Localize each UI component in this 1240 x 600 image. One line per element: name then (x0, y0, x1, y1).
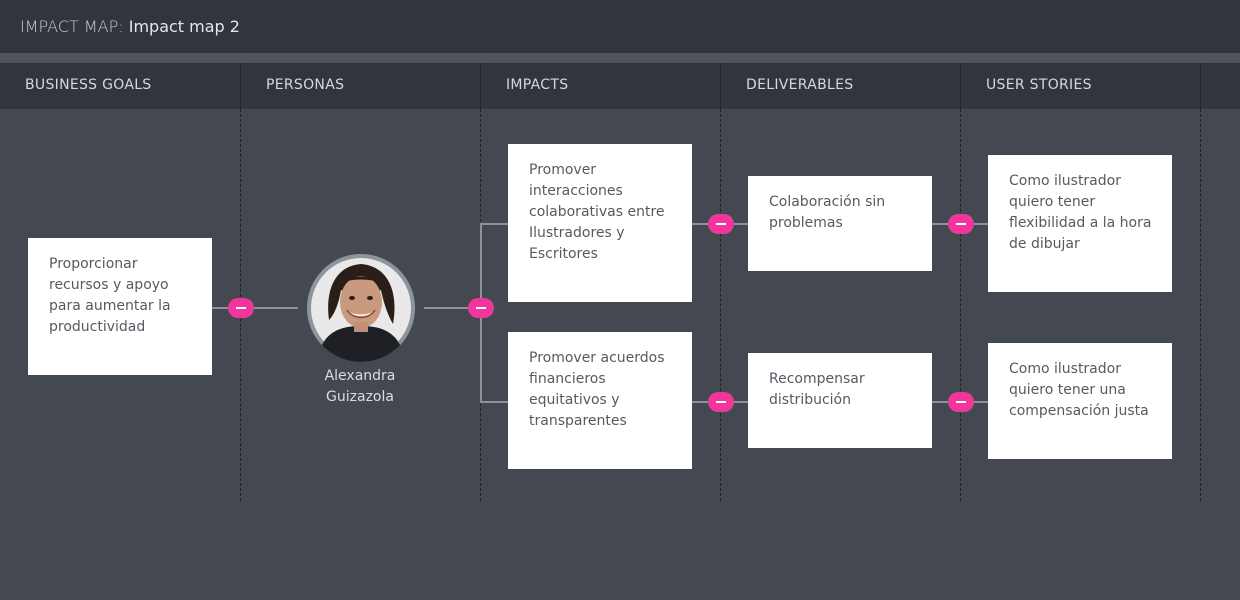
top-bar: IMPACT MAP: Impact map 2 (0, 0, 1240, 53)
collapse-minus-icon[interactable] (228, 298, 254, 318)
user-story-text: Como ilustrador quiero tener una compens… (1009, 361, 1149, 419)
page-title: IMPACT MAP: Impact map 2 (20, 17, 240, 36)
connector-line (480, 223, 508, 225)
person-photo-avatar-icon (307, 254, 415, 362)
page-title-prefix: IMPACT MAP: (20, 17, 124, 36)
connector-line (424, 307, 481, 309)
user-story-text: Como ilustrador quiero tener flexibilida… (1009, 173, 1152, 252)
connector-line (212, 307, 298, 309)
impact-map-name[interactable]: Impact map 2 (128, 17, 240, 36)
impact-text: Promover acuerdos financieros equitativo… (529, 350, 665, 429)
user-story-card[interactable]: Como ilustrador quiero tener una compens… (988, 343, 1172, 459)
column-header-impacts: IMPACTS (481, 63, 721, 109)
column-header-business-goals: BUSINESS GOALS (0, 63, 241, 109)
business-goal-text: Proporcionar recursos y apoyo para aumen… (49, 256, 171, 335)
persona-avatar[interactable] (307, 254, 415, 362)
column-divider (720, 109, 721, 501)
collapse-minus-icon[interactable] (468, 298, 494, 318)
user-story-card[interactable]: Como ilustrador quiero tener flexibilida… (988, 155, 1172, 292)
column-header-personas: PERSONAS (241, 63, 481, 109)
collapse-minus-icon[interactable] (708, 392, 734, 412)
impact-text: Promover interacciones colaborativas ent… (529, 162, 665, 262)
column-header-user-stories: USER STORIES (961, 63, 1201, 109)
deliverable-card[interactable]: Colaboración sin problemas (748, 176, 932, 271)
column-divider (1200, 109, 1201, 501)
deliverable-text: Colaboración sin problemas (769, 194, 886, 231)
deliverable-text: Recompensar distribución (769, 371, 865, 408)
collapse-minus-icon[interactable] (948, 214, 974, 234)
collapse-minus-icon[interactable] (948, 392, 974, 412)
impact-card[interactable]: Promover interacciones colaborativas ent… (508, 144, 692, 302)
business-goal-card[interactable]: Proporcionar recursos y apoyo para aumen… (28, 238, 212, 375)
column-header-deliverables: DELIVERABLES (721, 63, 961, 109)
deliverable-card[interactable]: Recompensar distribución (748, 353, 932, 448)
connector-line (480, 401, 508, 403)
column-divider (960, 109, 961, 501)
impact-card[interactable]: Promover acuerdos financieros equitativo… (508, 332, 692, 469)
persona-name: Alexandra Guizazola (324, 368, 396, 405)
collapse-minus-icon[interactable] (708, 214, 734, 234)
toolbar-strip (0, 53, 1240, 63)
column-headers: BUSINESS GOALS PERSONAS IMPACTS DELIVERA… (0, 63, 1240, 109)
